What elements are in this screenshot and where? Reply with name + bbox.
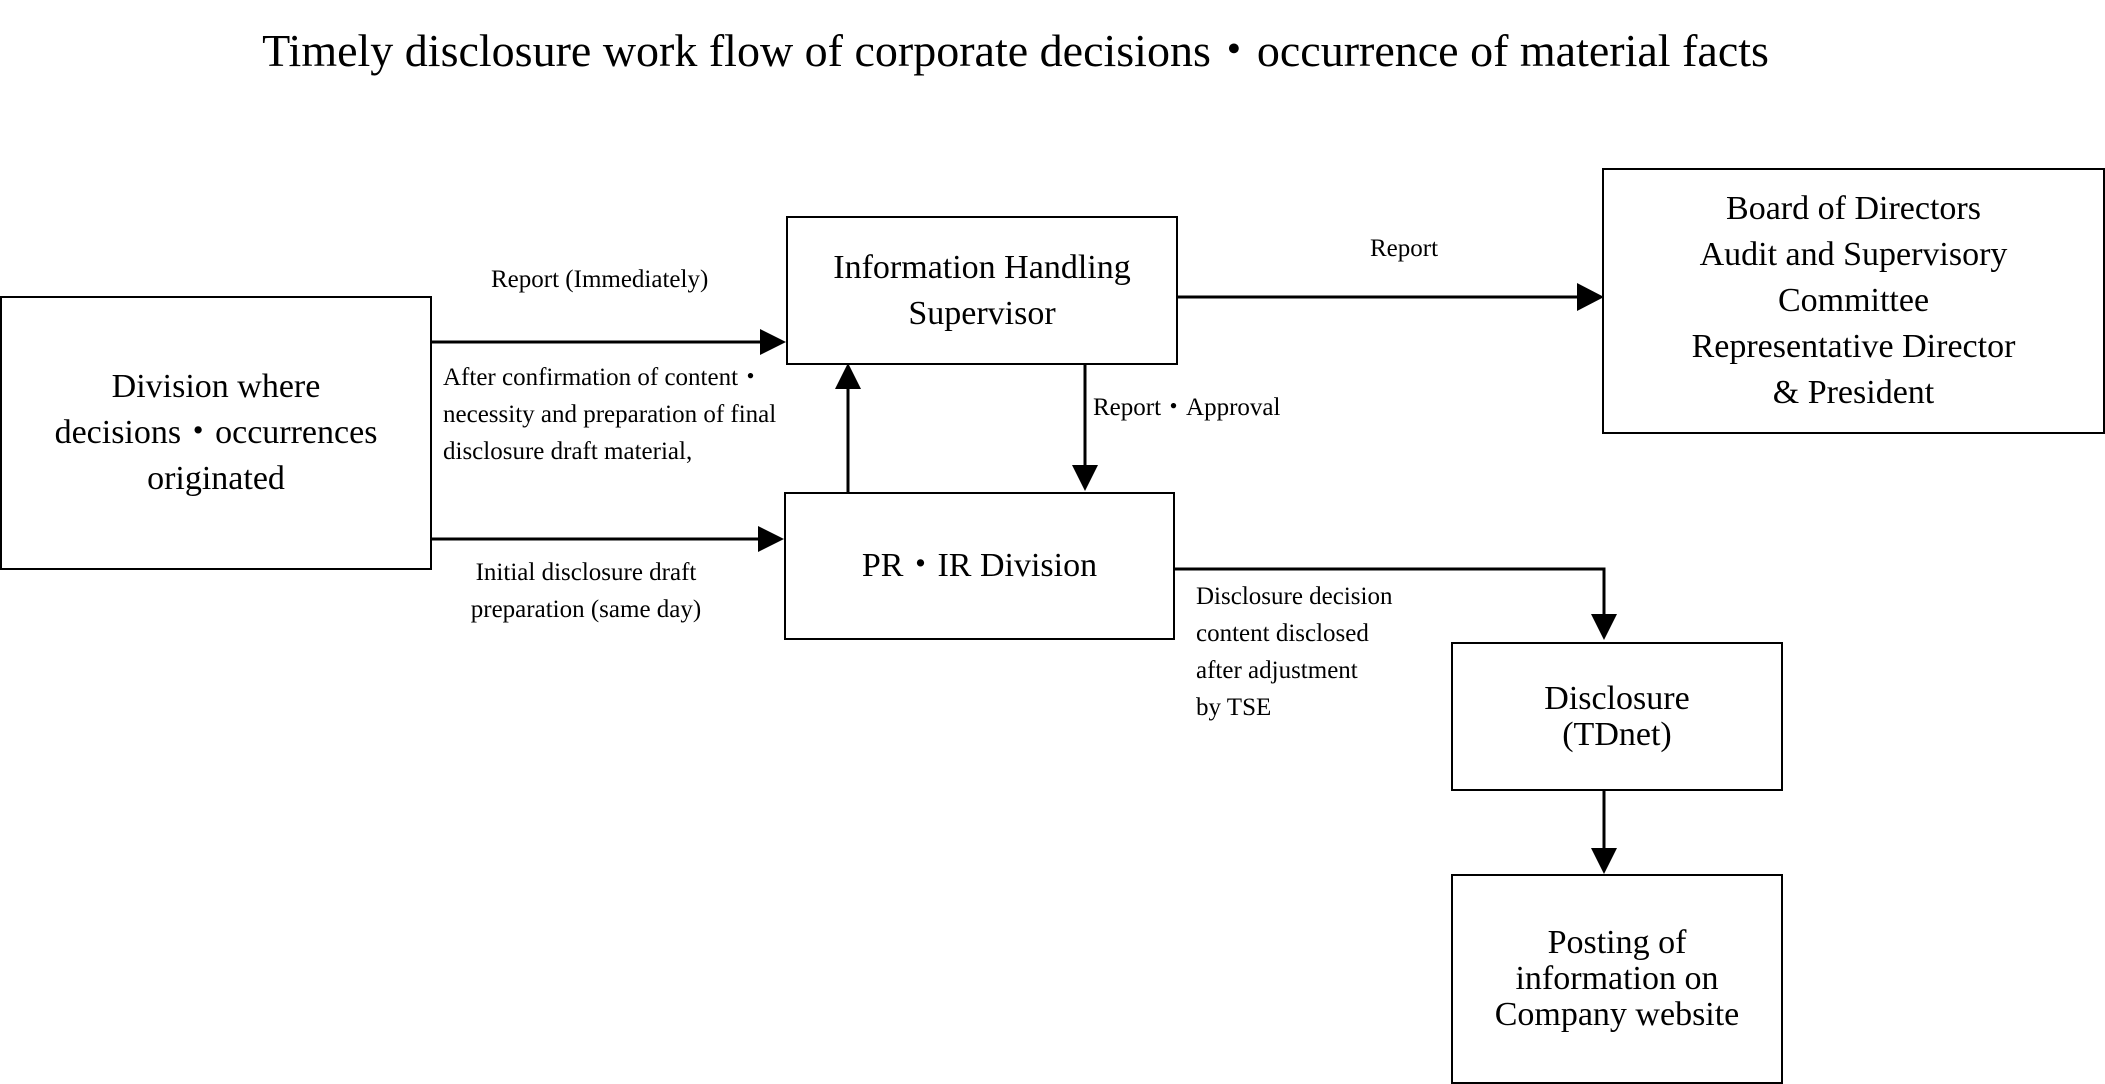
node-division: Division where decisions・occurrences ori… [0, 296, 432, 570]
label-line: Report・Approval [1093, 394, 1281, 421]
label-report-to-board: Report [1370, 230, 1438, 267]
node-board-of-directors: Board of Directors Audit and Supervisory… [1602, 168, 2105, 434]
node-division-line: Division where [111, 368, 321, 405]
arrowhead-supervisor-to-board [1577, 283, 1604, 311]
label-line: by TSE [1196, 694, 1272, 721]
node-pr-ir-line: PR・IR Division [861, 547, 1098, 584]
node-disclosure-tdnet: Disclosure (TDnet) [1451, 642, 1783, 791]
label-line: disclosure draft material, [443, 438, 693, 465]
label-line: preparation (same day) [470, 596, 702, 623]
node-board-line: Audit and Supervisory [1699, 236, 2008, 273]
node-website-line: information on [1515, 960, 1719, 997]
label-line: Initial disclosure draft [475, 559, 697, 586]
node-information-handling-supervisor: Information Handling Supervisor [786, 216, 1178, 365]
label-line: necessity and preparation of final [443, 401, 777, 428]
label-line: content disclosed [1196, 620, 1369, 647]
arrow-pr-ir-to-tdnet [1173, 567, 1606, 614]
arrowhead-division-to-pr-ir [758, 526, 784, 552]
node-tdnet-line: Disclosure [1544, 679, 1690, 717]
arrowhead-division-to-supervisor [760, 329, 786, 355]
label-initial-disclosure-draft: Initial disclosure draft preparation (sa… [440, 554, 732, 628]
node-company-website: Posting of information on Company websit… [1451, 874, 1783, 1084]
node-supervisor-line: Information Handling [833, 248, 1131, 286]
label-line: Report (Immediately) [491, 266, 709, 293]
node-board-line: Board of Directors [1726, 190, 1981, 227]
label-line: after adjustment [1196, 657, 1358, 684]
arrowhead-pr-ir-to-supervisor [835, 363, 861, 389]
arrowhead-tdnet-to-website [1591, 848, 1617, 874]
label-after-confirmation: After confirmation of content・ necessity… [443, 359, 776, 470]
node-board-line: Representative Director [1691, 328, 2016, 365]
label-disclosure-decision: Disclosure decision content disclosed af… [1196, 578, 1392, 726]
node-tdnet-line: (TDnet) [1562, 715, 1672, 753]
label-line: After confirmation of content・ [443, 364, 764, 391]
node-website-line: Company website [1494, 996, 1740, 1033]
arrowhead-supervisor-to-pr-ir [1072, 465, 1098, 491]
arrowhead-pr-ir-to-tdnet [1591, 614, 1617, 640]
node-division-line: originated [147, 460, 285, 497]
node-website-line: Posting of [1547, 924, 1687, 961]
node-supervisor-line: Supervisor [908, 294, 1056, 332]
node-pr-ir-division: PR・IR Division [784, 492, 1175, 640]
label-line: Disclosure decision [1196, 583, 1393, 610]
node-board-line: Committee [1777, 282, 1930, 319]
label-line: Report [1370, 235, 1439, 262]
diagram-title: Timely disclosure work flow of corporate… [262, 25, 1769, 76]
node-division-line: decisions・occurrences [54, 414, 378, 451]
node-board-line: & President [1772, 374, 1935, 411]
label-report-approval: Report・Approval [1093, 389, 1280, 426]
label-report-immediately: Report (Immediately) [491, 261, 708, 298]
